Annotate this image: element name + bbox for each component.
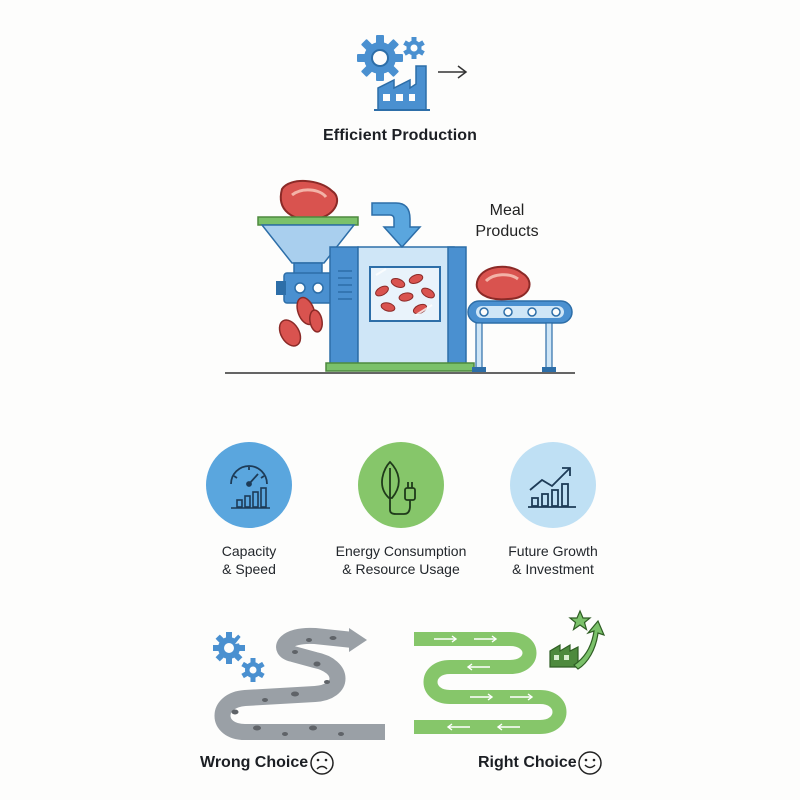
growth-line1: Future Growth — [508, 543, 598, 559]
curved-arrow-down-icon — [371, 202, 422, 249]
meat-product-icon — [475, 265, 531, 301]
energy-line1: Energy Consumption — [335, 543, 467, 559]
road-markings — [434, 635, 534, 731]
bar-chart-icon — [231, 487, 270, 509]
future-growth-badge — [510, 442, 596, 528]
growth-line2: & Investment — [512, 561, 594, 577]
energy-consumption-badge — [358, 442, 444, 528]
leaf-plug-icon — [381, 460, 416, 515]
sad-face-icon — [310, 751, 334, 775]
page-title: Efficient Production — [323, 127, 477, 144]
speedometer-icon — [230, 465, 268, 487]
meal-label-line2: Products — [475, 223, 539, 240]
wrong-choice-road — [213, 627, 385, 740]
production-header-icon — [357, 35, 468, 111]
factor-caption-capacity: Capacity & Speed — [154, 542, 344, 578]
small-gear-icon — [403, 37, 425, 59]
energy-line2: & Resource Usage — [342, 561, 460, 577]
smooth-road — [414, 632, 567, 734]
growth-chart-icon — [528, 467, 576, 508]
meat-pieces — [278, 296, 323, 347]
growth-factory-icon — [549, 609, 606, 670]
processing-chamber — [325, 246, 475, 372]
rocky-road — [214, 627, 385, 740]
right-choice-label: Right Choice — [478, 754, 577, 772]
capacity-speed-badge — [206, 442, 292, 528]
wrong-choice-text: Wrong Choice — [200, 754, 309, 771]
road-rocks — [231, 636, 344, 736]
capacity-line2: & Speed — [222, 561, 276, 577]
factory-icon — [374, 65, 430, 111]
star-icon — [568, 609, 592, 631]
wrong-choice-label: Wrong Choice — [200, 754, 308, 772]
gear-icon — [357, 35, 403, 81]
arrow-right-icon — [438, 65, 468, 79]
road-arrowhead — [349, 628, 367, 652]
meal-label-line1: Meal — [489, 202, 525, 219]
meat-processing-machine — [225, 180, 575, 374]
factor-caption-energy: Energy Consumption & Resource Usage — [306, 542, 496, 578]
factor-caption-growth: Future Growth & Investment — [458, 542, 648, 578]
right-choice-text: Right Choice — [478, 754, 577, 771]
conveyor-belt — [467, 300, 573, 372]
capacity-line1: Capacity — [221, 543, 277, 559]
gears-icon — [213, 632, 265, 682]
meal-products-label: Meal Products — [452, 200, 562, 242]
meat-icon — [279, 180, 339, 221]
smile-face-icon — [578, 751, 602, 775]
right-choice-road — [414, 609, 606, 734]
